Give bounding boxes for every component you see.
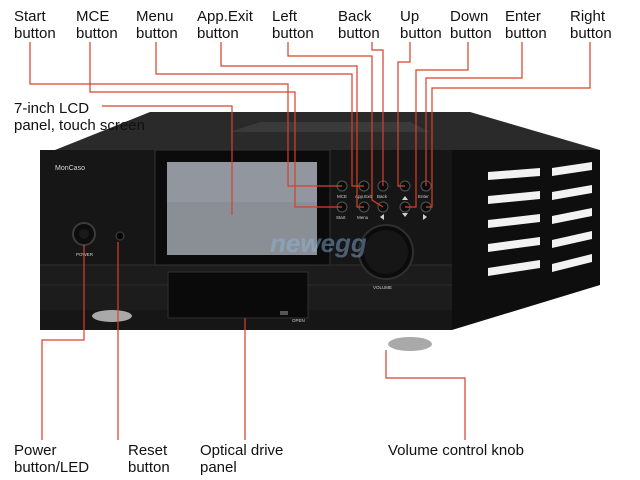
reset-button-label: Reset button	[128, 442, 170, 476]
menu-text: Menu	[357, 215, 369, 220]
foot	[388, 337, 432, 351]
left-button-label: Left button	[272, 8, 314, 42]
foot	[92, 310, 132, 322]
back-button-label: Back button	[338, 8, 380, 42]
volume-knob-label: Volume control knob	[388, 442, 524, 459]
back-text: Back	[377, 194, 388, 199]
up-button-label: Up button	[400, 8, 442, 42]
enter-text: Enter	[418, 194, 429, 199]
start-button-label: Start button	[14, 8, 56, 42]
app-exit-text: App.Exit	[355, 194, 373, 199]
leader-lines	[29, 42, 591, 440]
app-exit-button-label: App.Exit button	[197, 8, 253, 42]
power-text: POWER	[76, 252, 94, 257]
brand-text: MonCaso	[55, 165, 85, 172]
open-text: OPEN	[292, 318, 305, 323]
volume-text: VOLUME	[373, 285, 392, 290]
watermark: newegg	[270, 228, 367, 258]
reset-button	[115, 231, 125, 241]
down-button-label: Down button	[450, 8, 492, 42]
menu-button-label: Menu button	[136, 8, 178, 42]
mce-text: MCE	[337, 194, 347, 199]
side-vents	[488, 162, 592, 276]
start-text: Start	[336, 215, 346, 220]
power-button-label: Power button/LED	[14, 442, 90, 476]
right-button-label: Right button	[570, 8, 612, 42]
lcd-panel-label: 7-inch LCD panel, touch screen	[14, 100, 145, 134]
optical-drive-label: Optical drive panel	[200, 442, 284, 476]
enter-button-label: Enter button	[505, 8, 547, 42]
optical-drive-slot	[167, 271, 309, 319]
mce-button-label: MCE button	[76, 8, 118, 42]
